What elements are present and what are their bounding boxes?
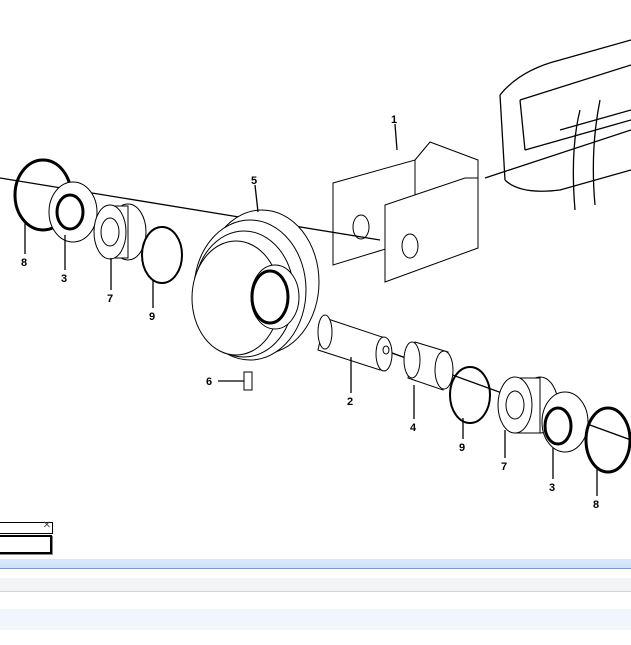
callout-7-right: 7 xyxy=(501,461,507,473)
popup-titlebar: ✕ xyxy=(0,520,53,534)
table-row[interactable] xyxy=(0,609,631,630)
seal-left xyxy=(48,181,98,243)
bearing-left xyxy=(93,203,147,261)
bushing xyxy=(403,341,454,391)
callout-7-left: 7 xyxy=(107,293,113,305)
roller-wheel xyxy=(191,209,320,361)
popup-input[interactable] xyxy=(0,535,52,554)
callout-6: 6 xyxy=(206,376,212,388)
bracket xyxy=(332,141,479,283)
circlip-left xyxy=(141,226,183,284)
table-row[interactable] xyxy=(0,578,631,592)
track-chain xyxy=(484,39,631,211)
mini-popup: ✕ xyxy=(0,520,53,554)
callout-8-right: 8 xyxy=(593,499,599,511)
bearing-right xyxy=(497,376,559,434)
grease-nipple xyxy=(243,371,253,391)
callout-3-left: 3 xyxy=(61,273,67,285)
callout-3-right: 3 xyxy=(549,482,555,494)
callout-4: 4 xyxy=(410,422,417,434)
seal-right xyxy=(541,391,589,453)
shaft xyxy=(317,314,393,372)
snap-ring-right xyxy=(584,406,631,474)
exploded-parts-diagram: 1 5 8 3 7 9 6 2 4 9 7 3 8 xyxy=(0,39,631,511)
callout-1: 1 xyxy=(391,114,397,126)
close-icon[interactable]: ✕ xyxy=(42,520,51,531)
callout-9-right: 9 xyxy=(459,442,465,454)
callout-2: 2 xyxy=(347,396,353,408)
header-bar xyxy=(0,559,631,569)
circlip-right xyxy=(449,366,491,424)
callout-9-left: 9 xyxy=(149,311,155,323)
callout-8-left: 8 xyxy=(21,257,27,269)
callout-5: 5 xyxy=(251,175,257,187)
